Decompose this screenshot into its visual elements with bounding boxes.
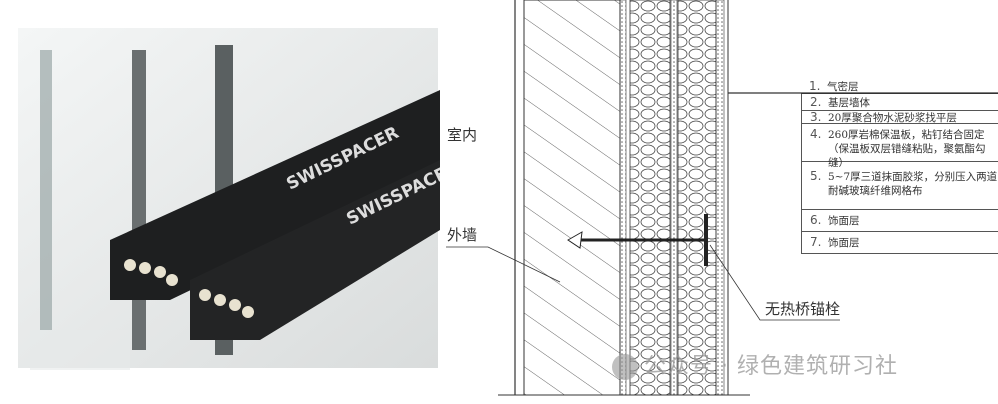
wall-section-diagram xyxy=(446,0,998,396)
legend-row: 5.5~7厚三道抹面胶浆，分别压入两道耐碱玻璃纤维网格布 xyxy=(801,162,998,210)
legend-row: 3.20厚聚合物水泥砂浆找平层 xyxy=(801,111,998,124)
render-layer xyxy=(715,0,725,396)
watermark: 公众号 · 绿色建筑研习社 xyxy=(612,348,898,380)
wechat-icon xyxy=(612,354,638,380)
anchor xyxy=(567,214,708,266)
legend-row: 1.气密层 xyxy=(801,78,998,94)
leveling-layer xyxy=(619,0,627,396)
label-exterior-wall: 外墙 xyxy=(447,226,478,244)
base-wall xyxy=(523,0,621,396)
legend-row: 7.饰面层 xyxy=(801,232,998,254)
spacer-bar xyxy=(110,90,440,300)
layer-legend: 1.气密层 2.基层墙体 3.20厚聚合物水泥砂浆找平层 4.260厚岩棉保温板… xyxy=(801,78,998,254)
spacer-bar xyxy=(190,160,440,340)
legend-row: 2.基层墙体 xyxy=(801,94,998,111)
legend-row: 6.饰面层 xyxy=(801,210,998,232)
spacer-photo: SWISSPACER SWISSPACER xyxy=(18,28,440,370)
label-indoor: 室内 xyxy=(447,126,478,144)
insulation-layer xyxy=(629,0,671,396)
label-anchor: 无热桥锚栓 xyxy=(765,300,841,318)
glass-pane xyxy=(132,50,146,350)
glass-pane xyxy=(40,50,52,330)
legend-row: 4.260厚岩棉保温板，粘钉结合固定（保温板双层错缝粘贴，聚氨酯勾缝） xyxy=(801,124,998,169)
insulation-layer xyxy=(677,0,717,396)
